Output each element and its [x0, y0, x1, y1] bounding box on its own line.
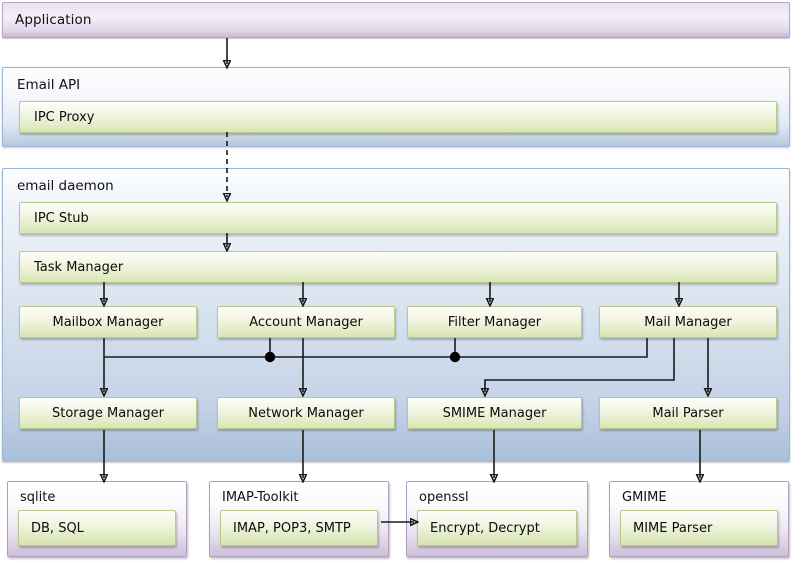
component-mail-parser-label: Mail Parser	[652, 405, 724, 421]
component-ipc-stub[interactable]: IPC Stub	[19, 202, 777, 234]
library-gmime-inner[interactable]: MIME Parser	[620, 510, 778, 546]
application-layer-label: Application	[15, 12, 92, 28]
library-openssl-inner[interactable]: Encrypt, Decrypt	[417, 510, 577, 546]
email-api-container[interactable]: Email API IPC Proxy	[2, 67, 790, 147]
component-account-manager[interactable]: Account Manager	[217, 306, 395, 338]
component-mail-manager-label: Mail Manager	[644, 314, 732, 330]
component-mail-parser[interactable]: Mail Parser	[599, 397, 777, 429]
library-openssl-label: openssl	[419, 490, 469, 505]
component-mailbox-manager[interactable]: Mailbox Manager	[19, 306, 197, 338]
library-imap-toolkit-inner-label: IMAP, POP3, SMTP	[233, 520, 351, 536]
component-network-manager-label: Network Manager	[248, 405, 364, 421]
library-imap-toolkit-label: IMAP-Toolkit	[222, 490, 299, 505]
library-sqlite-label: sqlite	[20, 490, 56, 505]
library-sqlite-inner[interactable]: DB, SQL	[18, 510, 176, 546]
library-openssl-inner-label: Encrypt, Decrypt	[430, 520, 540, 536]
component-ipc-proxy-label: IPC Proxy	[34, 109, 95, 125]
component-storage-manager[interactable]: Storage Manager	[19, 397, 197, 429]
application-layer-box[interactable]: Application	[2, 2, 790, 38]
library-gmime-label: GMIME	[622, 490, 667, 505]
component-smime-manager-label: SMIME Manager	[442, 405, 547, 421]
email-api-label: Email API	[17, 77, 81, 93]
component-mailbox-manager-label: Mailbox Manager	[52, 314, 164, 330]
component-smime-manager[interactable]: SMIME Manager	[407, 397, 582, 429]
component-ipc-proxy[interactable]: IPC Proxy	[19, 101, 777, 133]
library-gmime-inner-label: MIME Parser	[633, 520, 713, 536]
component-task-manager-label: Task Manager	[34, 259, 124, 275]
component-task-manager[interactable]: Task Manager	[19, 251, 777, 283]
component-filter-manager[interactable]: Filter Manager	[407, 306, 582, 338]
email-daemon-label: email daemon	[17, 178, 114, 194]
component-account-manager-label: Account Manager	[249, 314, 363, 330]
component-mail-manager[interactable]: Mail Manager	[599, 306, 777, 338]
library-sqlite[interactable]: sqlite DB, SQL	[7, 481, 187, 557]
component-network-manager[interactable]: Network Manager	[217, 397, 395, 429]
component-storage-manager-label: Storage Manager	[52, 405, 164, 421]
component-ipc-stub-label: IPC Stub	[34, 210, 89, 226]
library-gmime[interactable]: GMIME MIME Parser	[609, 481, 789, 557]
library-imap-toolkit[interactable]: IMAP-Toolkit IMAP, POP3, SMTP	[209, 481, 389, 557]
library-imap-toolkit-inner[interactable]: IMAP, POP3, SMTP	[220, 510, 378, 546]
library-sqlite-inner-label: DB, SQL	[31, 520, 84, 536]
email-daemon-container[interactable]: email daemon IPC Stub Task Manager Mailb…	[2, 168, 790, 462]
component-filter-manager-label: Filter Manager	[447, 314, 542, 330]
library-openssl[interactable]: openssl Encrypt, Decrypt	[406, 481, 588, 557]
